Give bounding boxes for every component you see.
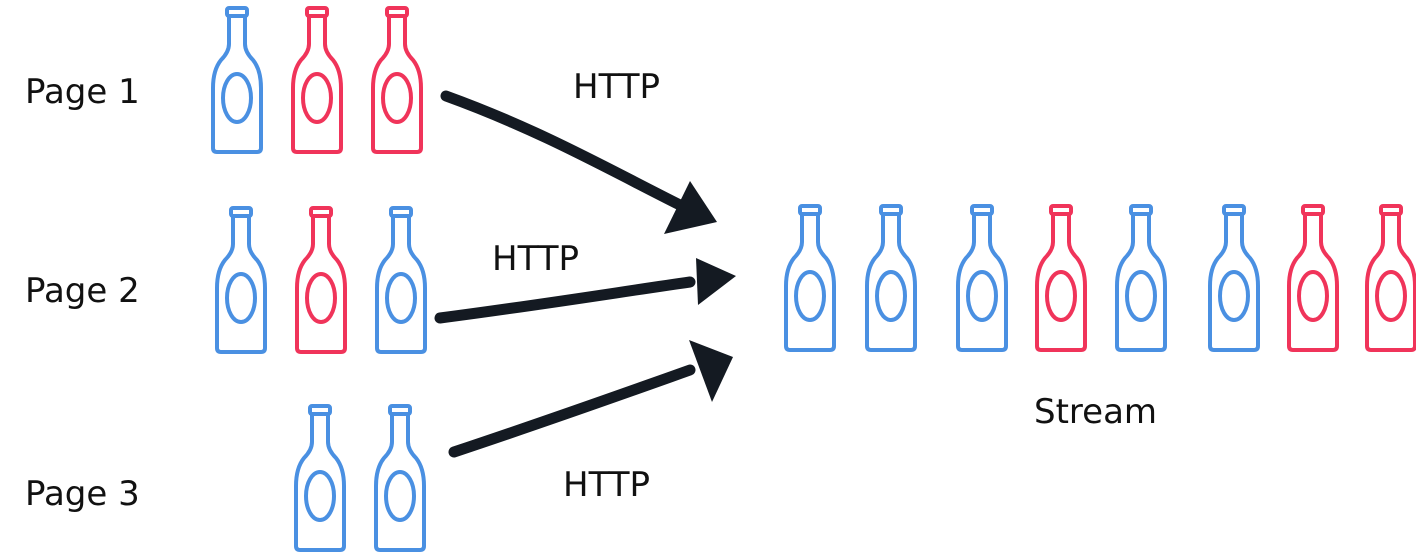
arrow-page-2-to-stream [434, 258, 736, 324]
page-3-label: Page 3 [25, 474, 140, 514]
page-3-bottle-2-blue [374, 404, 426, 552]
page-3-bottle-1-blue [294, 404, 346, 552]
page-1-bottle-3-red [371, 6, 423, 154]
arrow-page-3-to-stream [448, 340, 733, 458]
http-label-2: HTTP [492, 239, 579, 279]
stream-bottle-4-red [1035, 204, 1087, 352]
http-label-1: HTTP [573, 67, 660, 107]
page-1-bottles [211, 6, 423, 154]
stream-bottle-6-blue [1208, 204, 1260, 352]
stream-bottle-5-blue [1115, 204, 1167, 352]
page-2-label: Page 2 [25, 271, 140, 311]
page-3-bottles [294, 404, 426, 552]
page-1-bottle-1-blue [211, 6, 263, 154]
stream-bottle-1-blue [784, 204, 836, 352]
stream-bottle-2-blue [865, 204, 917, 352]
stream-bottle-3-blue [956, 204, 1008, 352]
page-2-bottle-2-red [295, 206, 347, 354]
page-2-bottles [215, 206, 427, 354]
stream-bottle-7-red [1287, 204, 1339, 352]
page-2-bottle-1-blue [215, 206, 267, 354]
page-2-bottle-3-blue [375, 206, 427, 354]
stream-bottle-8-red [1365, 204, 1416, 352]
page-1-label: Page 1 [25, 72, 140, 112]
http-label-3: HTTP [563, 465, 650, 505]
arrow-page-1-to-stream [440, 90, 717, 234]
page-1-bottle-2-red [291, 6, 343, 154]
stream-bottles [784, 204, 1416, 352]
stream-label: Stream [1034, 392, 1157, 432]
